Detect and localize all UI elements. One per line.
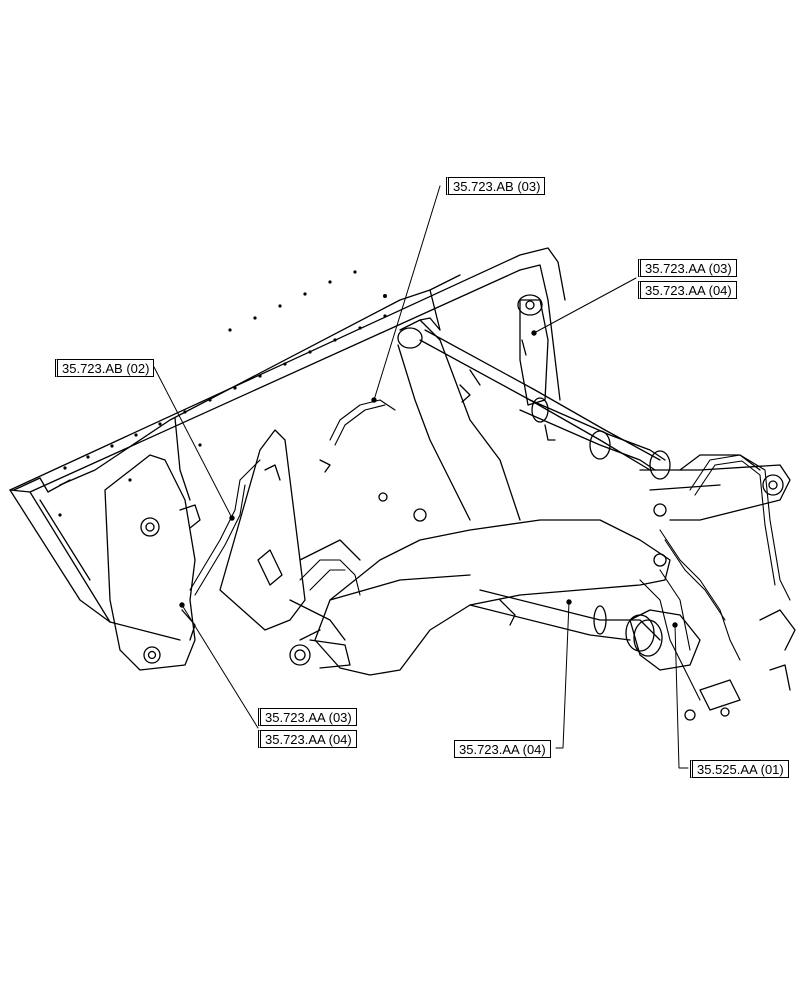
leader-lines <box>153 185 689 769</box>
quick-coupler <box>219 429 361 669</box>
left-side-plate <box>104 454 201 671</box>
callout-35-723-aa-04-bottom: 35.723.AA (04) <box>258 730 357 748</box>
pivot-fittings <box>319 384 667 567</box>
callout-35-723-aa-04-top: 35.723.AA (04) <box>638 281 737 299</box>
callout-35-525-aa-01: 35.525.AA (01) <box>690 760 789 778</box>
right-arm-rear <box>639 454 791 521</box>
right-lift-cylinder <box>517 294 549 406</box>
lift-arm <box>299 317 671 676</box>
cross-tube <box>419 329 661 471</box>
bucket <box>9 247 566 641</box>
callout-35-723-aa-03-top: 35.723.AA (03) <box>638 259 737 277</box>
callout-35-723-aa-03-bottom: 35.723.AA (03) <box>258 708 357 726</box>
lower-cylinder <box>469 589 661 652</box>
tilt-cylinder <box>519 397 671 480</box>
callout-35-723-ab-03: 35.723.AB (03) <box>446 177 546 195</box>
control-valve <box>629 609 796 721</box>
hydraulic-hoses <box>189 399 791 701</box>
callout-35-723-aa-04-mid: 35.723.AA (04) <box>454 740 551 758</box>
callout-35-723-ab-02: 35.723.AB (02) <box>55 359 155 377</box>
